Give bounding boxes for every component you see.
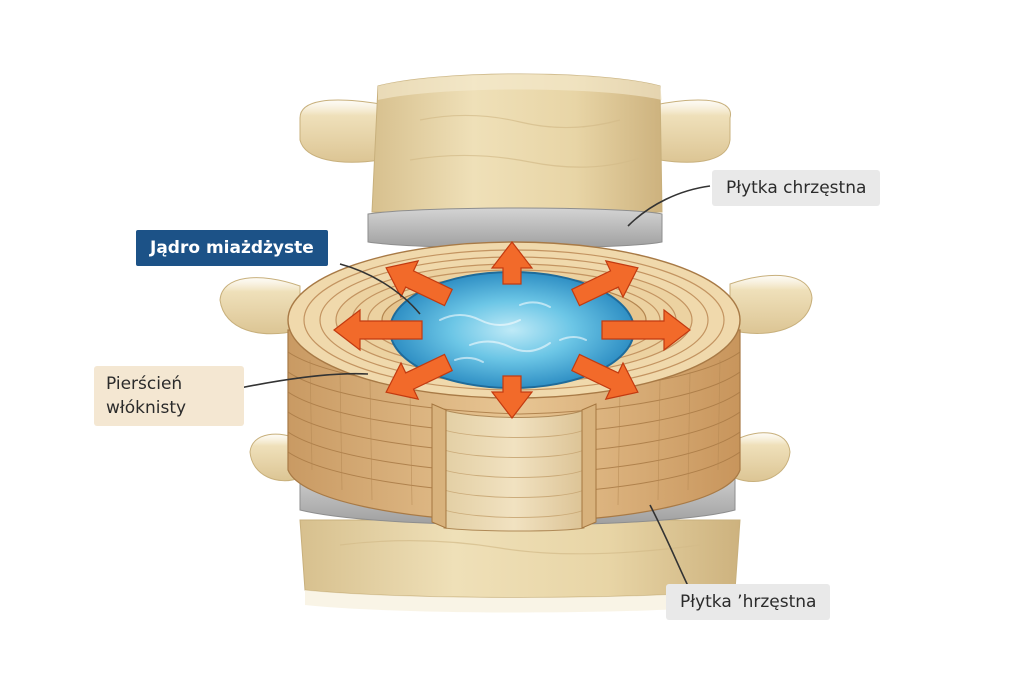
- leader-cartilage-bottom: [649, 504, 691, 591]
- leader-cartilage-top: [627, 185, 711, 227]
- annulus-cutaway: [431, 403, 597, 532]
- radial-arrow-icon: [601, 308, 691, 352]
- label-cartilage-top: Płytka chrzęstna: [712, 170, 881, 206]
- leader-lines: [239, 185, 711, 591]
- label-annulus-line2: włóknisty: [106, 398, 187, 418]
- lower-vertebra: [299, 519, 741, 613]
- leader-annulus: [239, 372, 369, 389]
- radial-arrow-icon: [385, 353, 453, 400]
- upper-vertebra: [299, 73, 731, 213]
- radial-arrow-icon: [385, 260, 453, 307]
- radial-arrow-icon: [571, 260, 639, 307]
- radial-arrow-icon: [571, 353, 639, 400]
- radial-arrow-icon: [490, 375, 534, 419]
- radial-arrow-icons: [333, 241, 691, 419]
- transverse-processes: [219, 274, 813, 482]
- label-annulus-line1: Pierścień: [106, 374, 183, 394]
- label-cartilage-bottom: Płytka ʼhrzęstna: [666, 584, 831, 620]
- leader-nucleus: [339, 263, 421, 315]
- label-nucleus: Jądro miażdżyste: [136, 230, 328, 266]
- radial-arrow-icon: [333, 308, 423, 352]
- radial-arrow-icon: [490, 241, 534, 285]
- label-annulus: Pierścień włóknisty: [94, 366, 244, 426]
